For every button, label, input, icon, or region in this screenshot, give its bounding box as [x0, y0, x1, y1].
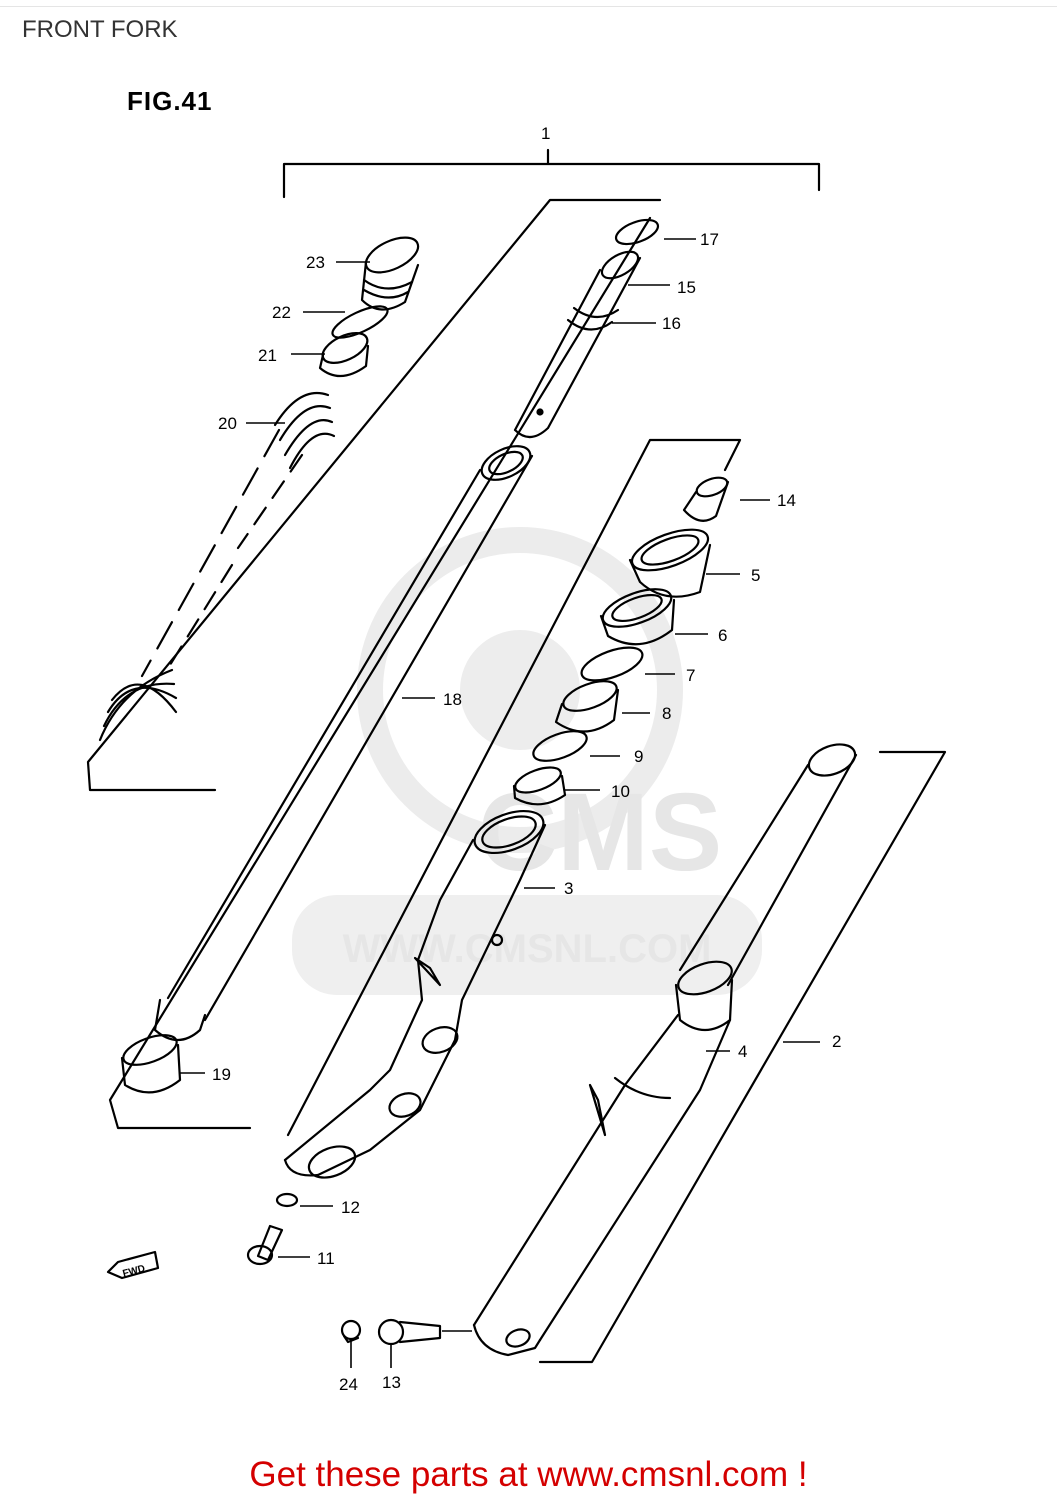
part-oil-seal: [599, 588, 676, 646]
callout-15: 15: [677, 278, 696, 297]
bracket-spring-set: [86, 198, 662, 792]
callout-18: 18: [443, 690, 462, 709]
callout-12: 12: [341, 1198, 360, 1217]
callout-21: 21: [258, 346, 277, 365]
footer-parts-link[interactable]: Get these parts at www.cmsnl.com !: [249, 1455, 808, 1494]
part-piston-ring: [614, 218, 660, 246]
bracket-assembly: [282, 148, 821, 199]
bracket-outer-tube: [538, 750, 947, 1364]
part-retainer-ring: [580, 646, 644, 682]
top-rule: [0, 6, 1057, 7]
callout-5: 5: [751, 566, 760, 585]
part-oil-seal-washer: [554, 680, 620, 733]
part-stopper-ring: [532, 730, 588, 762]
part-cap-bolt: [360, 236, 420, 311]
callout-8: 8: [662, 704, 671, 723]
callout-24: 24: [339, 1375, 358, 1394]
part-damper-rod-bolt: [246, 1224, 284, 1266]
part-outer-tube-left: [283, 809, 547, 1179]
figure-label: FIG.41: [127, 86, 213, 116]
callout-17: 17: [700, 230, 719, 249]
part-spring: [98, 391, 336, 742]
bracket-seal-set: [286, 438, 742, 1137]
part-o-ring: [331, 305, 389, 339]
callout-9: 9: [634, 747, 643, 766]
callout-16: 16: [662, 314, 681, 333]
callout-20: 20: [218, 414, 237, 433]
callout-19: 19: [212, 1065, 231, 1084]
part-axle-pinch-bolt: [377, 1318, 442, 1346]
bracket-inner-tube: [108, 216, 652, 1130]
watermark: CMS WWW.CMSNL.COM: [292, 527, 762, 995]
callout-10: 10: [611, 782, 630, 801]
part-guide-bushing: [120, 1034, 182, 1094]
callout-7: 7: [686, 666, 695, 685]
part-oil-lock-piece: [682, 476, 730, 522]
callout-4: 4: [738, 1042, 747, 1061]
part-gasket: [275, 1192, 299, 1208]
callouts: 1 2 3 4 5 6 7 8 9 10 11 12 13 14 15 16 1…: [212, 124, 841, 1394]
callout-23: 23: [306, 253, 325, 272]
watermark-url: WWW.CMSNL.COM: [343, 927, 712, 971]
part-slide-bushing: [512, 766, 567, 806]
fwd-arrow-icon: [106, 1250, 160, 1280]
part-dust-seal: [628, 528, 712, 598]
callout-1: 1: [541, 124, 550, 143]
page-title: FRONT FORK: [22, 16, 178, 43]
part-damper-rod: [513, 250, 642, 439]
callout-14: 14: [777, 491, 796, 510]
callout-3: 3: [564, 879, 573, 898]
callout-11: 11: [317, 1249, 335, 1268]
callout-6: 6: [718, 626, 727, 645]
part-outer-tube-right: [472, 743, 858, 1357]
fwd-label: FWD: [121, 1263, 146, 1280]
callout-13: 13: [382, 1373, 401, 1392]
callout-2: 2: [832, 1032, 841, 1051]
part-bolt-cap: [340, 1319, 362, 1344]
callout-22: 22: [272, 303, 291, 322]
part-spacer: [318, 332, 370, 378]
leader-lines: [180, 238, 820, 1368]
part-inner-tube: [153, 445, 534, 1042]
